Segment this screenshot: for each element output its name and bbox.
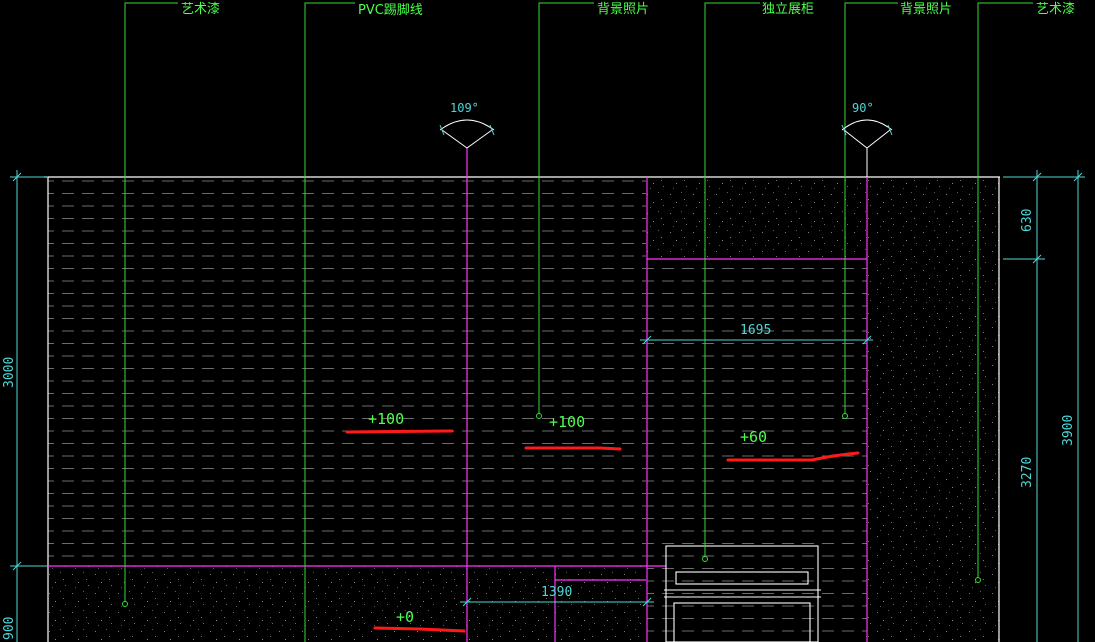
spotlight-angle-1: 109°: [450, 101, 479, 115]
callout-label-art-paint-left: 艺术漆: [181, 1, 220, 17]
dimension-lower-width: [460, 597, 654, 607]
callout-label-background-photo-1: 背景照片: [597, 2, 649, 17]
dimension-text-900: 900: [2, 617, 17, 640]
display-cabinet: [664, 545, 821, 642]
leader-end-dots: [122, 413, 981, 607]
dimension-text-3900: 3900: [1061, 415, 1076, 446]
elevation-mark-4: +0: [396, 608, 414, 626]
dimension-text-630: 630: [1020, 209, 1035, 232]
dimension-right-vertical: [1003, 170, 1085, 642]
spotlight-angle-2: 90°: [852, 101, 874, 115]
partition-lines: [48, 148, 868, 642]
texture-hatch-bottom: [48, 566, 646, 642]
dimension-text-1695: 1695: [740, 323, 771, 338]
dimension-text-3000: 3000: [2, 357, 17, 388]
callout-label-pvc-skirting: PVC踢脚线: [358, 2, 423, 18]
wallpaper-hatch-zone: [48, 177, 646, 565]
callout-label-background-photo-2: 背景照片: [900, 2, 952, 17]
dimension-left-vertical: [10, 170, 48, 642]
texture-hatch-upper-right: [647, 177, 999, 259]
spotlight-symbol-1: [439, 119, 495, 149]
redline-markups: [345, 429, 860, 633]
callout-label-art-paint-right: 艺术漆: [1036, 1, 1075, 17]
dimension-text-1390: 1390: [541, 585, 572, 600]
texture-hatch-right: [867, 259, 999, 642]
elevation-mark-3: +60: [740, 428, 767, 446]
elevation-mark-1: +100: [368, 410, 404, 428]
dimension-text-3270: 3270: [1020, 457, 1035, 488]
dimension-upper-width: [640, 335, 873, 345]
leader-lines: [124, 2, 1033, 642]
spotlight-symbol-2: [841, 119, 893, 149]
callout-label-display-cabinet: 独立展柜: [762, 2, 814, 17]
display-area-hatch: [647, 259, 867, 642]
elevation-mark-2: +100: [549, 413, 585, 431]
